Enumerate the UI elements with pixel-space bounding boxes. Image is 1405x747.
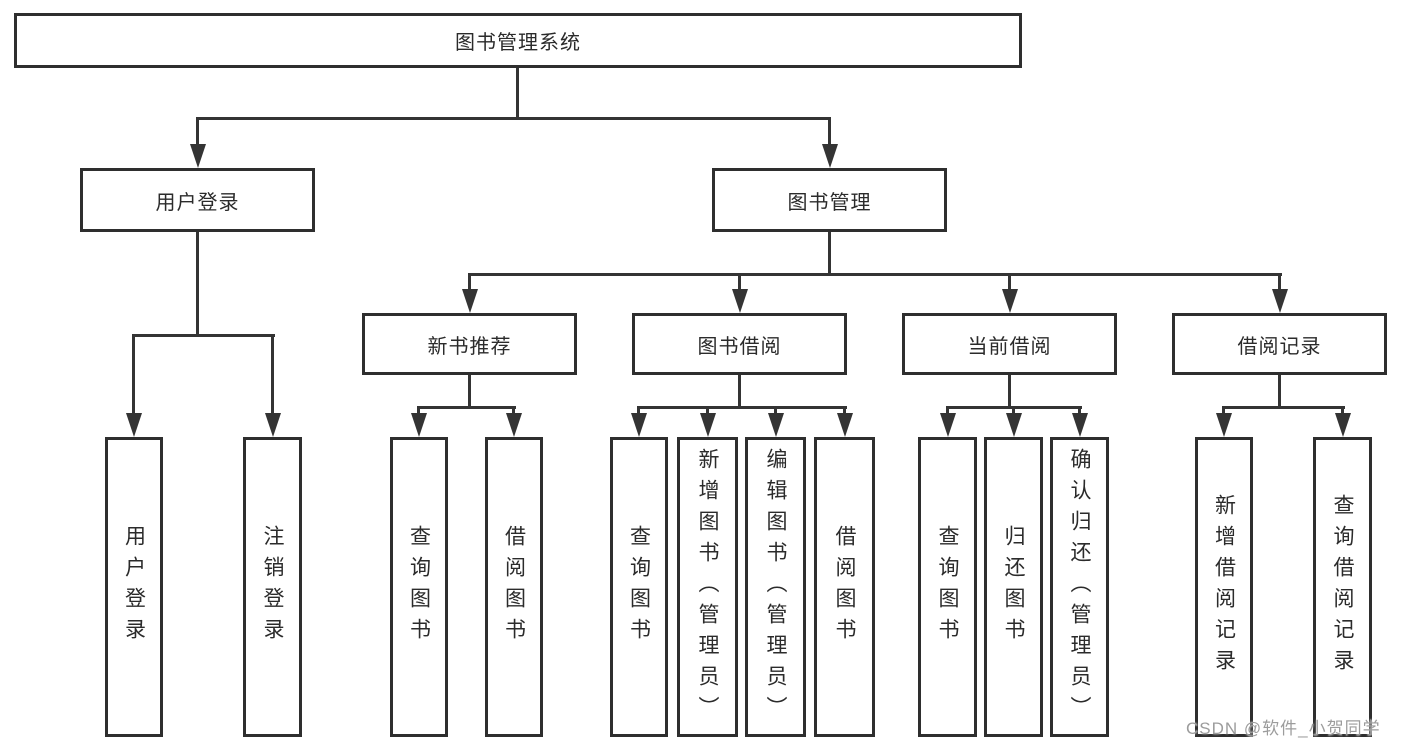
arrowhead-B4-icon	[837, 413, 853, 437]
connector-book-mgmt-stem	[828, 232, 831, 275]
connector-user-login-stem	[196, 232, 199, 335]
arrowhead-login-leaf-icon	[126, 413, 142, 437]
connector-C1-drop	[946, 406, 949, 416]
leaf-query-borrow-record: 查询借阅记录	[1313, 437, 1372, 737]
leaf-return-books: 归还图书	[984, 437, 1043, 737]
arrowhead-user-login-icon	[190, 144, 206, 168]
node-user-login: 用户登录	[80, 168, 315, 232]
arrowhead-book-mgmt-icon	[822, 144, 838, 168]
connector-B4-drop	[843, 406, 846, 416]
arrowhead-records-icon	[1272, 289, 1288, 313]
connector-C2-drop	[1012, 406, 1015, 416]
arrowhead-A2-icon	[506, 413, 522, 437]
connector-groupB-stem	[738, 375, 741, 407]
connector-C3-drop	[1078, 406, 1081, 416]
leaf-borrow-books-b: 借阅图书	[814, 437, 875, 737]
connector-B3-drop	[774, 406, 777, 416]
connector-groupC-stem	[1008, 375, 1011, 407]
leaf-add-borrow-record: 新增借阅记录	[1195, 437, 1253, 737]
connector-D2-drop	[1341, 406, 1344, 416]
arrowhead-D1-icon	[1216, 413, 1232, 437]
leaf-query-books-c: 查询图书	[918, 437, 977, 737]
leaf-user-login: 用户登录	[105, 437, 163, 737]
arrowhead-C1-icon	[940, 413, 956, 437]
node-root: 图书管理系统	[14, 13, 1022, 68]
node-book-borrow: 图书借阅	[632, 313, 847, 375]
arrowhead-A1-icon	[411, 413, 427, 437]
connector-groupB-branch	[637, 406, 847, 409]
arrowhead-C2-icon	[1006, 413, 1022, 437]
connector-book-mgmt-drop	[828, 117, 831, 144]
arrowhead-B3-icon	[768, 413, 784, 437]
connector-A2-drop	[512, 406, 515, 416]
arrowhead-borrow-icon	[732, 289, 748, 313]
node-new-book-rec: 新书推荐	[362, 313, 577, 375]
connector-root-stem	[516, 68, 519, 118]
connector-groupA-stem	[468, 375, 471, 407]
connector-B2-drop	[706, 406, 709, 416]
connector-groupD-branch	[1222, 406, 1345, 409]
connector-groupA-branch	[417, 406, 516, 409]
arrowhead-B2-icon	[700, 413, 716, 437]
connector-user-login-drop	[196, 117, 199, 144]
connector-level3-branch	[468, 273, 1282, 276]
arrowhead-new-book-icon	[462, 289, 478, 313]
leaf-borrow-books-a: 借阅图书	[485, 437, 543, 737]
connector-logout-leaf-drop	[271, 334, 274, 414]
leaf-logout: 注销登录	[243, 437, 302, 737]
connector-borrow-drop	[738, 273, 741, 291]
connector-new-book-drop	[468, 273, 471, 291]
connector-login-leaf-drop	[132, 334, 135, 414]
connector-D1-drop	[1222, 406, 1225, 416]
connector-user-login-branch	[132, 334, 275, 337]
connector-groupD-stem	[1278, 375, 1281, 407]
leaf-query-books-a: 查询图书	[390, 437, 448, 737]
node-book-mgmt: 图书管理	[712, 168, 947, 232]
leaf-confirm-return-admin: 确认归还（管理员）	[1050, 437, 1109, 737]
connector-B1-drop	[637, 406, 640, 416]
connector-A1-drop	[417, 406, 420, 416]
leaf-query-books-b: 查询图书	[610, 437, 668, 737]
node-current-borrow: 当前借阅	[902, 313, 1117, 375]
csdn-watermark: CSDN @软件_小贺同学	[1186, 719, 1381, 738]
leaf-add-books-admin: 新增图书（管理员）	[677, 437, 738, 737]
arrowhead-D2-icon	[1335, 413, 1351, 437]
connector-level2-branch	[196, 117, 831, 120]
arrowhead-B1-icon	[631, 413, 647, 437]
arrowhead-current-icon	[1002, 289, 1018, 313]
connector-records-drop	[1278, 273, 1281, 291]
arrowhead-logout-leaf-icon	[265, 413, 281, 437]
connector-current-drop	[1008, 273, 1011, 291]
arrowhead-C3-icon	[1072, 413, 1088, 437]
leaf-edit-books-admin: 编辑图书（管理员）	[745, 437, 806, 737]
node-borrow-records: 借阅记录	[1172, 313, 1387, 375]
